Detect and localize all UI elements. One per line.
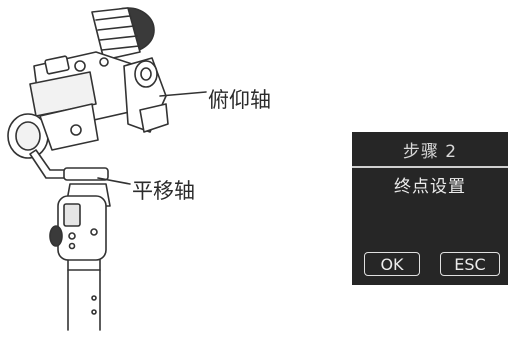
header-divider (352, 166, 508, 168)
tilt-motor (123, 57, 169, 133)
ok-button[interactable]: OK (364, 252, 420, 276)
device-screen: 步骤 2 终点设置 (352, 132, 508, 285)
pan-leader-line (97, 177, 131, 185)
gimbal-handle (49, 183, 111, 331)
step-title: 步骤 2 (402, 141, 458, 162)
instruction-text: 终点设置 (394, 176, 466, 197)
camera-lens (91, 7, 155, 61)
tilt-axis-label: 俯仰轴 (208, 88, 271, 112)
roll-motor (7, 103, 99, 159)
tilt-leader-line (159, 91, 207, 97)
pan-arm (29, 149, 109, 181)
esc-button[interactable]: ESC (440, 252, 500, 276)
camera-body (29, 51, 139, 125)
pan-axis-label: 平移轴 (132, 179, 195, 203)
